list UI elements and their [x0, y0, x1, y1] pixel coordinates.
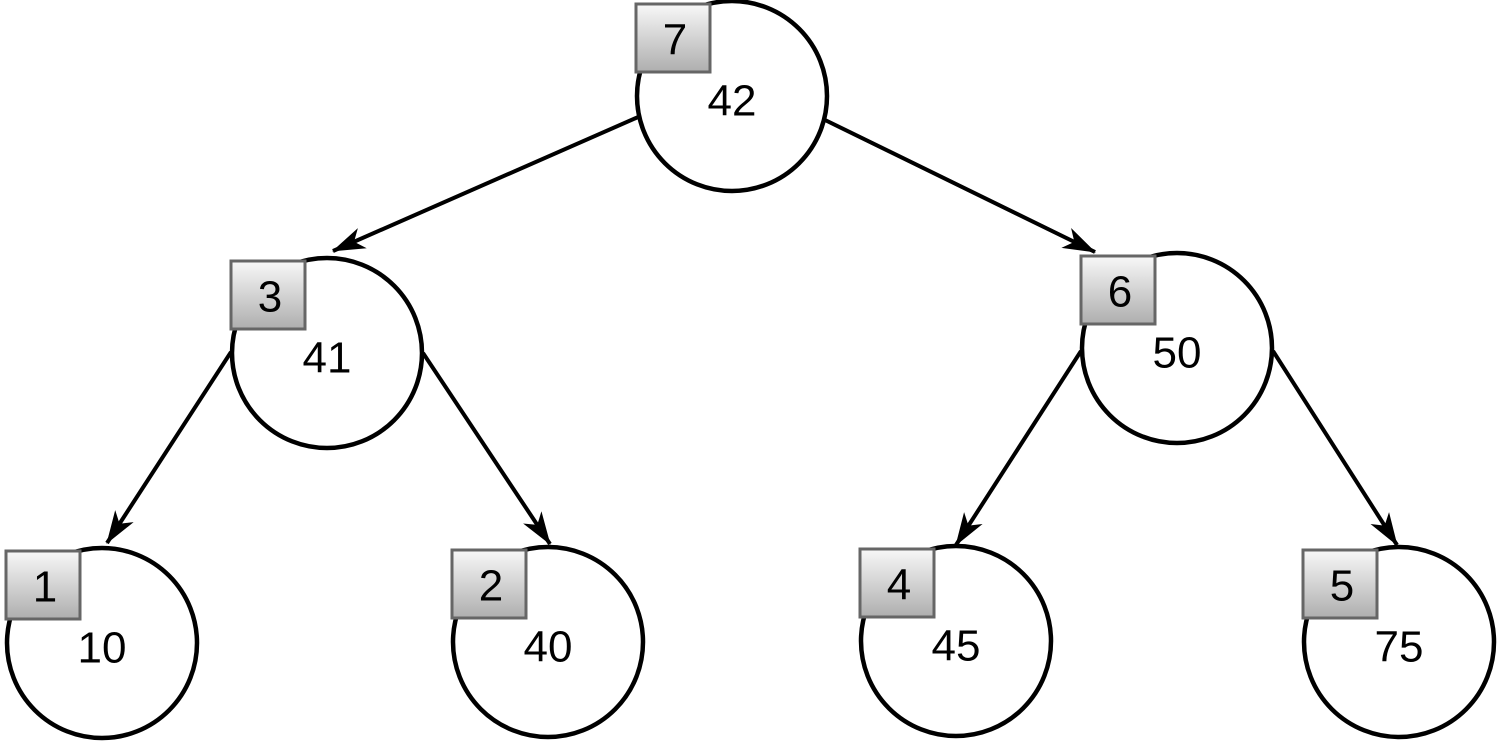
tree-node-1: 1 10	[4, 545, 200, 741]
tree-node-3: 3 41	[229, 255, 425, 451]
node-order-badge	[634, 2, 712, 74]
edge-node7-to-node6	[822, 117, 1096, 254]
tree-node-4: 4 45	[858, 543, 1054, 739]
edge-node3-to-node1	[105, 350, 233, 545]
node-order-badge	[450, 548, 528, 620]
edge-node3-to-node2	[421, 351, 552, 546]
node-value: 42	[708, 77, 757, 126]
badge-label: 3	[258, 273, 282, 322]
node-order-badge	[4, 549, 82, 621]
tree-edges	[105, 112, 1399, 547]
edge-node6-to-node5	[1271, 349, 1399, 547]
badge-label: 1	[33, 563, 57, 612]
node-order-badge	[229, 259, 307, 331]
badge-label: 2	[479, 562, 503, 611]
badge-label: 4	[887, 561, 911, 610]
node-value: 45	[932, 622, 981, 671]
edge-node6-to-node4	[954, 349, 1083, 547]
node-value: 41	[303, 334, 352, 383]
badge-label: 7	[663, 16, 687, 65]
node-order-badge	[1079, 254, 1157, 326]
badge-label: 5	[1330, 562, 1354, 611]
node-value: 40	[524, 623, 573, 672]
badge-label: 6	[1108, 268, 1132, 317]
node-value: 75	[1375, 623, 1424, 672]
tree-node-2: 2 40	[450, 544, 646, 740]
tree-node-6: 6 50	[1079, 250, 1275, 446]
node-order-badge	[1301, 548, 1379, 620]
node-order-badge	[858, 547, 936, 619]
node-value: 50	[1153, 329, 1202, 378]
node-value: 10	[78, 624, 127, 673]
tree-node-7: 7 42	[634, 0, 830, 194]
tree-node-5: 5 75	[1301, 544, 1497, 740]
edge-node7-to-node3	[332, 112, 646, 253]
